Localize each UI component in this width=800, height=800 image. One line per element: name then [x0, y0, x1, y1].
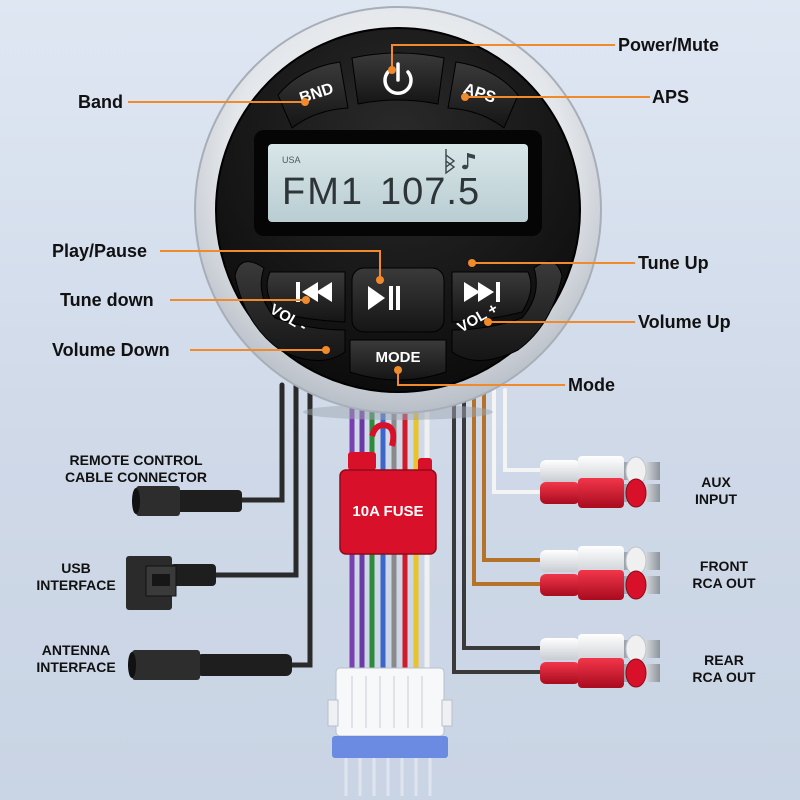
band-button[interactable]: BND — [277, 61, 349, 129]
rear-rca-out-pair — [540, 634, 660, 688]
aux-input-rca-pair — [540, 456, 660, 508]
front-rca-out-pair — [540, 546, 660, 600]
label-front-line1: FRONT — [699, 558, 749, 574]
label-antenna-line2: INTERFACE — [36, 659, 116, 675]
play-pause-button[interactable] — [351, 267, 445, 333]
label-front-rca-out: FRONT RCA OUT — [674, 558, 774, 592]
aps-button[interactable]: APS — [447, 61, 519, 129]
label-remote-control-connector: REMOTE CONTROL CABLE CONNECTOR — [52, 452, 220, 486]
label-front-line2: RCA OUT — [692, 575, 756, 591]
fuse-holder: 10A FUSE — [339, 422, 437, 555]
bluetooth-icon — [445, 149, 456, 175]
callout-dots — [301, 66, 492, 374]
callout-tune-down: Tune down — [60, 290, 154, 310]
label-rear-line2: RCA OUT — [692, 669, 756, 685]
callout-volume-down: Volume Down — [52, 340, 170, 360]
remote-control-connector — [132, 486, 242, 516]
tune-up-button[interactable] — [451, 271, 532, 323]
label-antenna-interface: ANTENNA INTERFACE — [24, 642, 128, 676]
label-usb-line2: INTERFACE — [36, 577, 116, 593]
lcd-band: FM1 — [282, 171, 364, 213]
previous-track-icon — [296, 282, 332, 302]
play-pause-icon — [368, 286, 400, 310]
label-antenna-line1: ANTENNA — [41, 642, 111, 658]
callout-power-mute: Power/Mute — [618, 35, 720, 55]
callout-band: Band — [78, 92, 123, 112]
power-mute-button[interactable] — [351, 52, 445, 105]
label-aux-line2: INPUT — [695, 491, 737, 507]
label-rear-rca-out: REAR RCA OUT — [674, 652, 774, 686]
callout-play-pause: Play/Pause — [52, 241, 148, 261]
callout-aps: APS — [652, 87, 690, 107]
power-icon — [383, 62, 413, 96]
label-rear-line1: REAR — [704, 652, 744, 668]
label-aux-line1: AUX — [701, 474, 731, 490]
usb-interface-connector — [126, 556, 216, 610]
power-connector-plug — [327, 667, 453, 796]
callout-tune-up: Tune Up — [638, 253, 709, 273]
lcd-frequency: 107.5 — [380, 171, 480, 213]
antenna-interface-connector — [128, 650, 292, 680]
mode-button[interactable]: MODE — [349, 339, 447, 381]
mode-button-label: MODE — [376, 349, 421, 366]
callout-volume-up: Volume Up — [638, 312, 731, 332]
head-unit: BND APS USA FM1 107.5 — [194, 6, 602, 420]
label-remote-line2: CABLE CONNECTOR — [64, 469, 208, 485]
label-usb-line1: USB — [61, 560, 91, 576]
next-track-icon — [464, 282, 500, 302]
left-cables — [211, 382, 313, 668]
label-remote-line1: REMOTE CONTROL — [69, 452, 203, 468]
callout-lines — [128, 44, 650, 386]
lcd-region: USA — [282, 155, 301, 165]
music-note-icon — [462, 153, 475, 170]
label-aux-input: AUX INPUT — [676, 474, 756, 508]
rca-cables — [452, 388, 542, 674]
fuse-label: 10A FUSE — [352, 503, 423, 520]
callout-mode: Mode — [568, 375, 615, 395]
lcd-display: USA FM1 107.5 — [254, 130, 542, 236]
label-usb-interface: USB INTERFACE — [26, 560, 126, 594]
